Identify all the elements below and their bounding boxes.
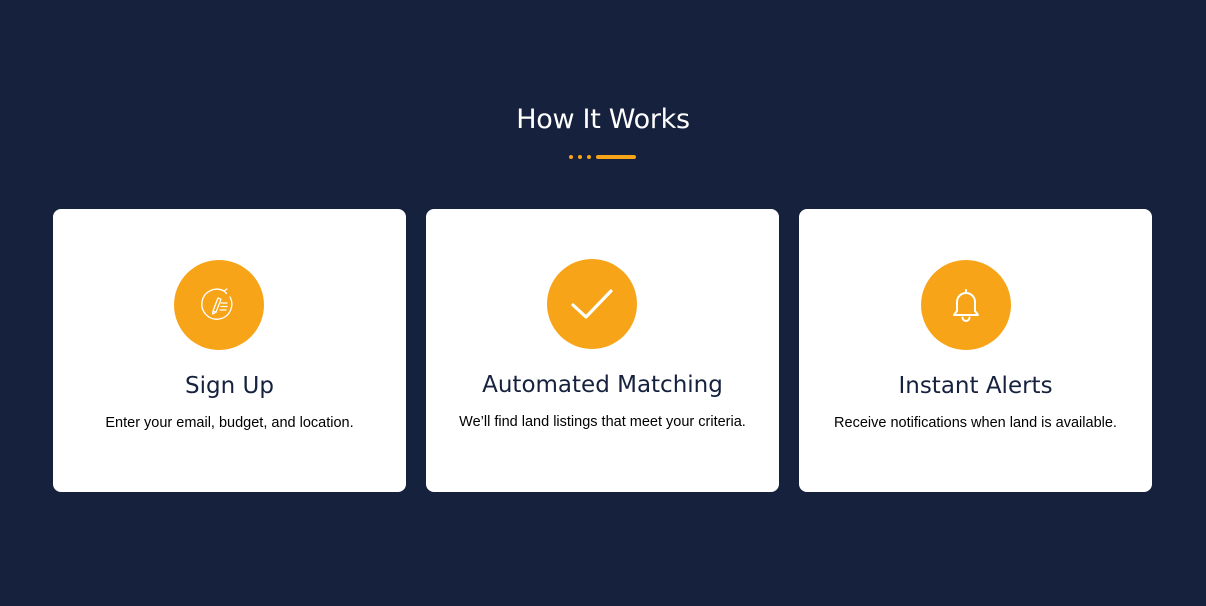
matching-icon-badge bbox=[547, 259, 637, 349]
section-title: How It Works bbox=[516, 104, 690, 135]
step-card-instant-alerts: Instant Alerts Receive notifications whe… bbox=[799, 209, 1152, 492]
step-title: Instant Alerts bbox=[898, 373, 1053, 399]
divider-bar bbox=[596, 155, 636, 159]
step-description: Receive notifications when land is avail… bbox=[834, 415, 1117, 431]
checkmark-icon bbox=[571, 289, 613, 319]
signup-icon-badge bbox=[174, 260, 264, 350]
step-title: Sign Up bbox=[185, 373, 274, 399]
title-divider bbox=[569, 154, 639, 159]
signup-pencil-icon bbox=[201, 288, 233, 320]
divider-dot bbox=[569, 155, 573, 159]
bell-icon bbox=[953, 289, 979, 322]
alerts-icon-badge bbox=[921, 260, 1011, 350]
step-card-sign-up: Sign Up Enter your email, budget, and lo… bbox=[53, 209, 406, 492]
step-card-automated-matching: Automated Matching We’ll find land listi… bbox=[426, 209, 779, 492]
step-description: We’ll find land listings that meet your … bbox=[459, 414, 746, 430]
divider-dot bbox=[578, 155, 582, 159]
step-description: Enter your email, budget, and location. bbox=[105, 415, 354, 431]
divider-dot bbox=[587, 155, 591, 159]
step-title: Automated Matching bbox=[482, 372, 723, 398]
